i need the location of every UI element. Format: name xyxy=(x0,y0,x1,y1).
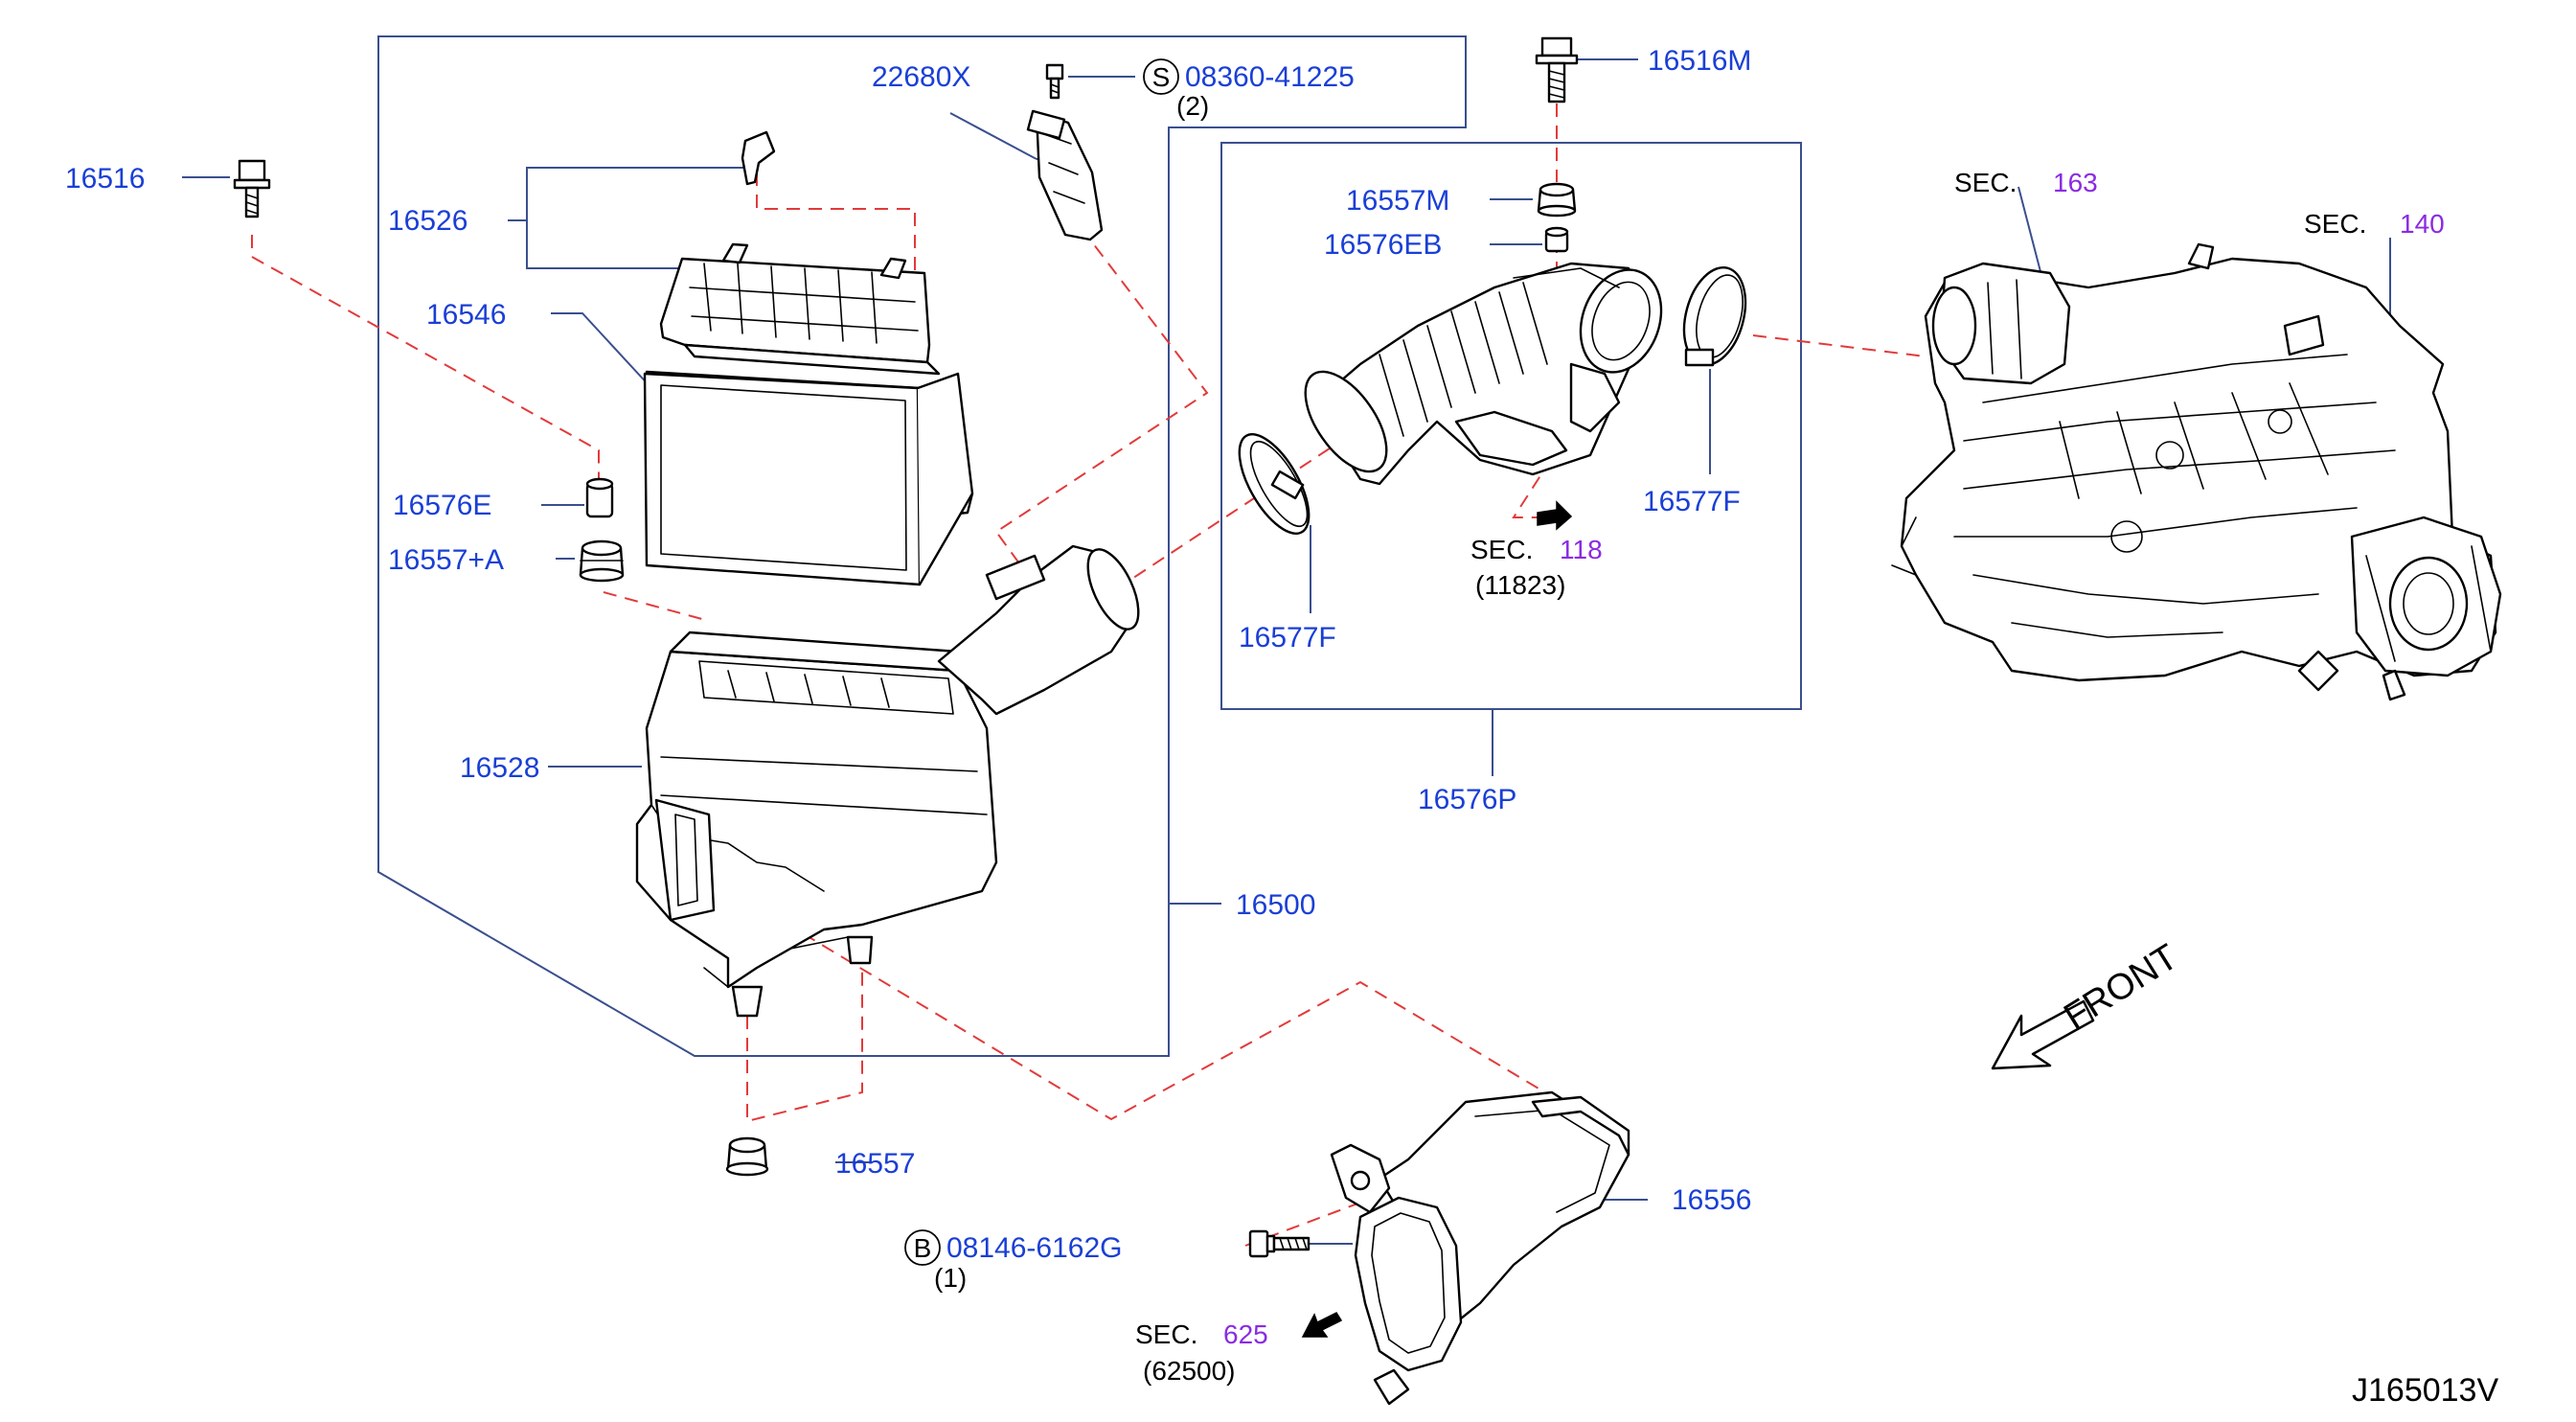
section-140-number[interactable]: 140 xyxy=(2400,209,2445,239)
air-duct-hose-16576P xyxy=(1304,262,1663,486)
air-cleaner-case-16528 xyxy=(635,544,1140,1018)
part-label-16576E[interactable]: 16576E xyxy=(393,490,491,521)
section-625-sub: (62500) xyxy=(1143,1356,1236,1386)
section-625-number[interactable]: 625 xyxy=(1223,1319,1268,1349)
assembly-16576P-outline xyxy=(1220,142,1802,710)
air-duct-16556 xyxy=(1330,1090,1630,1406)
part-label-16500[interactable]: 16500 xyxy=(1236,889,1315,921)
dashed-connection-lines xyxy=(251,81,1926,1247)
part-label-22680X[interactable]: 22680X xyxy=(872,61,970,93)
grommet-16557A xyxy=(579,539,625,583)
air-flow-sensor-22680X xyxy=(1026,109,1104,241)
part-label-16576EB[interactable]: 16576EB xyxy=(1324,229,1442,261)
bolt-symbol-circle: B xyxy=(904,1229,941,1266)
hose-clamp-16577F-right xyxy=(1682,265,1747,367)
part-label-16516[interactable]: 16516 xyxy=(65,163,145,195)
part-label-16557[interactable]: 16557 xyxy=(835,1148,915,1180)
section-118-prefix: SEC. xyxy=(1470,535,1533,564)
assembly-16500-outline xyxy=(377,35,1467,1057)
part-label-16557M[interactable]: 16557M xyxy=(1346,185,1449,217)
section-ref-140[interactable]: SEC. 140 xyxy=(2304,209,2445,239)
intake-manifold-assembly xyxy=(1891,242,2502,701)
part-label-16528[interactable]: 16528 xyxy=(460,752,539,784)
part-label-16577F-left[interactable]: 16577F xyxy=(1239,622,1336,654)
screw-08360-41225 xyxy=(1045,63,1064,100)
quantity-08360: (2) xyxy=(1176,91,1209,121)
diagram-code: J165013V xyxy=(2352,1372,2498,1409)
part-label-16556[interactable]: 16556 xyxy=(1672,1184,1751,1216)
grommet-16557 xyxy=(725,1136,769,1177)
screw-symbol-circle: S xyxy=(1143,58,1179,95)
quantity-08146: (1) xyxy=(934,1263,967,1293)
part-label-08146-6162G[interactable]: 08146-6162G xyxy=(946,1232,1123,1264)
part-label-16557A[interactable]: 16557+A xyxy=(388,544,504,576)
hose-clamp-16577F-left xyxy=(1238,433,1311,535)
section-118-sub: (11823) xyxy=(1475,570,1565,600)
bolt-08146-6162G xyxy=(1248,1229,1311,1258)
section-118-number[interactable]: 118 xyxy=(1560,535,1603,564)
bolt-16516M xyxy=(1535,36,1579,103)
part-label-16526[interactable]: 16526 xyxy=(388,205,467,237)
section-163-prefix: SEC. xyxy=(1954,168,2017,197)
part-label-16516M[interactable]: 16516M xyxy=(1648,45,1751,77)
section-625-prefix: SEC. xyxy=(1135,1319,1197,1349)
section-140-prefix: SEC. xyxy=(2304,209,2366,239)
front-arrow-icon xyxy=(1991,999,2095,1070)
section-ref-118[interactable]: SEC. 118 (11823) xyxy=(1470,535,1603,600)
part-label-16576P[interactable]: 16576P xyxy=(1418,784,1516,815)
air-cleaner-cover-16526 xyxy=(659,242,941,376)
section-ref-625[interactable]: SEC. 625 (62500) xyxy=(1135,1319,1268,1386)
section-ref-163[interactable]: SEC. 163 xyxy=(1954,168,2098,197)
bolt-16516 xyxy=(233,159,271,218)
spacer-16576E xyxy=(585,477,614,518)
bolt-symbol-letter: B xyxy=(914,1233,932,1263)
part-label-16577F-right[interactable]: 16577F xyxy=(1643,486,1741,517)
section-163-number[interactable]: 163 xyxy=(2053,168,2098,197)
screw-symbol-letter: S xyxy=(1152,62,1171,92)
front-label: FRONT xyxy=(2058,937,2185,1038)
sec-118-arrow-icon xyxy=(1537,500,1573,531)
spacer-16576EB xyxy=(1544,226,1569,253)
sec-625-arrow-icon xyxy=(1301,1312,1343,1338)
clip-16526 xyxy=(741,130,776,186)
air-filter-16546 xyxy=(643,370,974,586)
part-label-16546[interactable]: 16546 xyxy=(426,299,506,331)
grommet-16557M xyxy=(1537,182,1577,218)
part-label-08360-41225[interactable]: 08360-41225 xyxy=(1185,61,1355,93)
